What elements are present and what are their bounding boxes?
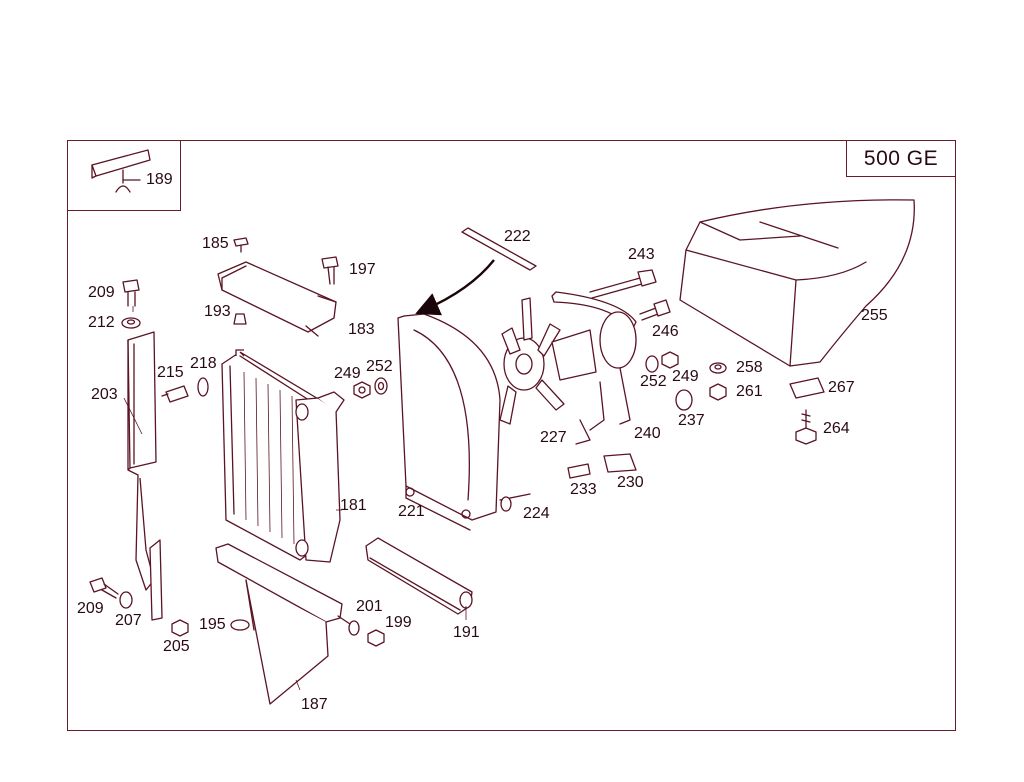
callout-237[interactable]: 237 — [678, 412, 705, 429]
callout-187[interactable]: 187 — [301, 696, 328, 713]
callout-252-right[interactable]: 252 — [640, 373, 667, 390]
callout-193[interactable]: 193 — [204, 303, 231, 320]
part-237-rubber-mount — [675, 389, 693, 411]
part-207-washer — [119, 591, 133, 609]
direction-arrow — [415, 259, 495, 316]
callout-201[interactable]: 201 — [356, 598, 383, 615]
leader-lines — [123, 306, 467, 691]
callout-212[interactable]: 212 — [88, 314, 115, 331]
callout-227[interactable]: 227 — [540, 429, 567, 446]
part-203-side-panel — [127, 331, 163, 621]
part-227-fan — [499, 297, 597, 445]
part-258-washer — [709, 362, 727, 374]
callout-249-right[interactable]: 249 — [672, 368, 699, 385]
part-205-nut — [171, 619, 189, 637]
callout-205[interactable]: 205 — [163, 638, 190, 655]
callout-209-bottom[interactable]: 209 — [77, 600, 104, 617]
part-212-washer — [121, 317, 141, 329]
part-209-bolt-bottom — [89, 577, 119, 599]
part-255-cover — [679, 199, 915, 367]
callout-230[interactable]: 230 — [617, 474, 644, 491]
part-209-bolt-top — [122, 279, 140, 307]
part-246-bolt — [639, 299, 671, 321]
callout-255[interactable]: 255 — [861, 307, 888, 324]
part-181-radiator — [221, 349, 345, 563]
callout-258[interactable]: 258 — [736, 359, 763, 376]
callout-264[interactable]: 264 — [823, 420, 850, 437]
part-243-long-bolt — [589, 269, 657, 299]
part-249-nut-right — [661, 351, 679, 369]
part-221-fan-shroud — [397, 313, 501, 531]
part-252-washer-left — [374, 377, 388, 395]
callout-209-top[interactable]: 209 — [88, 284, 115, 301]
part-193-clip — [233, 313, 247, 325]
callout-246[interactable]: 246 — [652, 323, 679, 340]
part-185-bolt — [233, 237, 249, 253]
part-224-pin — [499, 493, 531, 512]
part-195-washer — [230, 619, 250, 631]
callout-261[interactable]: 261 — [736, 383, 763, 400]
callout-243[interactable]: 243 — [628, 246, 655, 263]
part-189-trim-strip — [91, 149, 151, 193]
callout-252-left[interactable]: 252 — [366, 358, 393, 375]
part-218-seal-ring — [197, 377, 209, 397]
diagram-frame — [67, 140, 956, 731]
callout-181[interactable]: 181 — [340, 497, 367, 514]
callout-199[interactable]: 199 — [385, 614, 412, 631]
callout-185[interactable]: 185 — [202, 235, 229, 252]
model-label: 500 GE — [846, 140, 956, 177]
callout-207[interactable]: 207 — [115, 612, 142, 629]
detail-inset-box — [67, 140, 181, 211]
part-222-strip — [461, 227, 537, 271]
callout-240[interactable]: 240 — [634, 425, 661, 442]
part-215-sensor — [161, 385, 189, 403]
callout-249-left[interactable]: 249 — [334, 365, 361, 382]
callout-195[interactable]: 195 — [199, 616, 226, 633]
part-233-plug — [567, 463, 591, 479]
callout-218[interactable]: 218 — [190, 355, 217, 372]
part-249-nut-left — [353, 381, 371, 399]
part-240-motor-bracket — [551, 291, 637, 431]
part-230-connector — [603, 453, 637, 473]
callout-183[interactable]: 183 — [348, 321, 375, 338]
part-267-clip — [789, 377, 825, 399]
part-191-seal-strip — [365, 537, 473, 615]
callout-189[interactable]: 189 — [146, 171, 173, 188]
callout-222[interactable]: 222 — [504, 228, 531, 245]
callout-203[interactable]: 203 — [91, 386, 118, 403]
part-199-nut — [367, 629, 385, 647]
part-197-bolt — [321, 256, 339, 285]
callout-224[interactable]: 224 — [523, 505, 550, 522]
part-261-nut — [709, 383, 727, 401]
part-264-screw — [795, 409, 817, 445]
callout-197[interactable]: 197 — [349, 261, 376, 278]
callout-191[interactable]: 191 — [453, 624, 480, 641]
callout-221[interactable]: 221 — [398, 503, 425, 520]
callout-267[interactable]: 267 — [828, 379, 855, 396]
part-183-upper-bracket — [217, 261, 337, 337]
callout-215[interactable]: 215 — [157, 364, 184, 381]
part-252-washer-right — [645, 355, 659, 373]
part-201-screw — [337, 615, 360, 636]
callout-233[interactable]: 233 — [570, 481, 597, 498]
